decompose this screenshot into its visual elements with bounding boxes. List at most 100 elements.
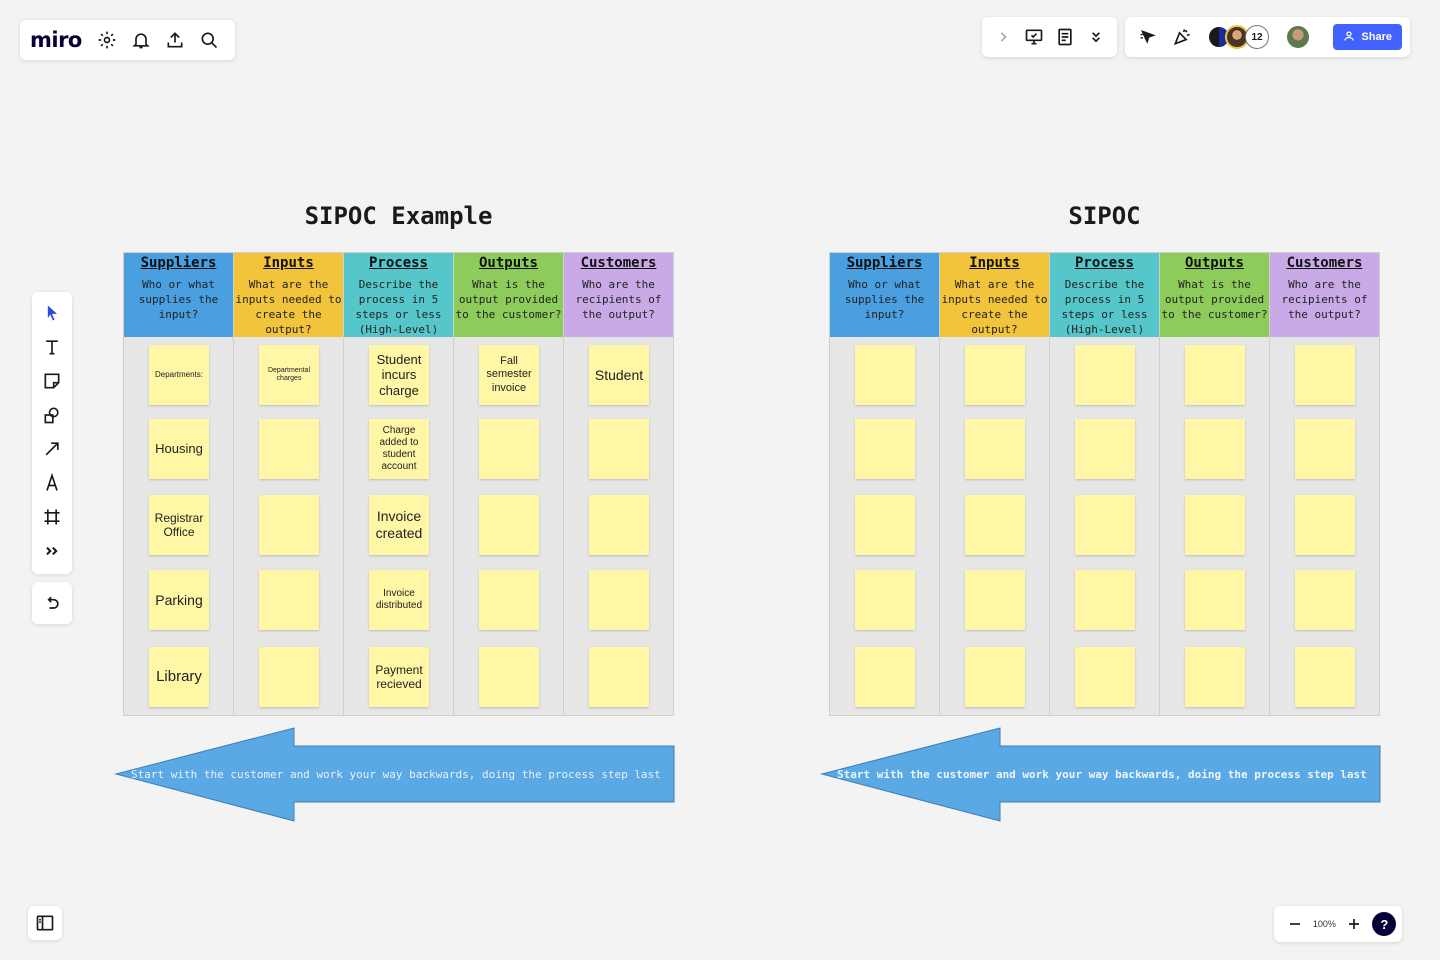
sticky-note[interactable]: Parking xyxy=(149,570,209,630)
collaborators-stack[interactable]: 12 xyxy=(1207,25,1269,49)
sticky-note[interactable] xyxy=(259,495,319,555)
column-heading: Inputs xyxy=(263,255,314,271)
sticky-note[interactable]: Invoice created xyxy=(369,495,429,555)
connection-line-icon[interactable] xyxy=(37,434,67,464)
zoom-level[interactable]: 100% xyxy=(1312,919,1336,929)
sticky-note[interactable]: Student xyxy=(589,345,649,405)
collaborators-count-badge[interactable]: 12 xyxy=(1245,25,1269,49)
sticky-note[interactable] xyxy=(1295,345,1355,405)
sticky-note[interactable] xyxy=(855,647,915,707)
chevron-right-icon[interactable] xyxy=(988,22,1018,52)
text-tool-icon[interactable] xyxy=(37,332,67,362)
sticky-note[interactable]: Registrar Office xyxy=(149,495,209,555)
sticky-note[interactable] xyxy=(479,495,539,555)
sticky-note[interactable] xyxy=(479,419,539,479)
top-right-tools xyxy=(982,17,1117,57)
sticky-note[interactable]: Departmental charges xyxy=(259,345,319,405)
notifications-bell-icon[interactable] xyxy=(126,25,156,55)
notes-document-icon[interactable] xyxy=(1050,22,1080,52)
sidebar-toggle-icon[interactable] xyxy=(30,908,60,938)
sticky-note[interactable] xyxy=(965,419,1025,479)
sticky-note[interactable] xyxy=(259,647,319,707)
sticky-note[interactable] xyxy=(1185,570,1245,630)
zoom-out-minus-icon[interactable] xyxy=(1280,909,1310,939)
sticky-note-icon[interactable] xyxy=(37,366,67,396)
export-upload-icon[interactable] xyxy=(160,25,190,55)
search-icon[interactable] xyxy=(194,25,224,55)
pen-icon[interactable] xyxy=(37,468,67,498)
zoom-in-plus-icon[interactable] xyxy=(1339,909,1369,939)
sticky-note[interactable] xyxy=(1075,419,1135,479)
settings-gear-icon[interactable] xyxy=(92,25,122,55)
sticky-note[interactable] xyxy=(855,570,915,630)
cursor-follow-icon[interactable] xyxy=(1133,22,1163,52)
sticky-note[interactable]: Housing xyxy=(149,419,209,479)
sticky-note[interactable] xyxy=(965,345,1025,405)
sticky-note[interactable] xyxy=(855,345,915,405)
share-button[interactable]: Share xyxy=(1333,24,1402,50)
sticky-note[interactable] xyxy=(479,570,539,630)
sticky-note[interactable]: Fall semester invoice xyxy=(479,345,539,405)
sticky-note[interactable]: Departments: xyxy=(149,345,209,405)
column-body: Student xyxy=(564,337,673,715)
sticky-note[interactable] xyxy=(1295,495,1355,555)
sticky-note[interactable]: Invoice distributed xyxy=(369,570,429,630)
sticky-note[interactable] xyxy=(589,419,649,479)
sticky-note[interactable] xyxy=(589,647,649,707)
sticky-note[interactable]: Library xyxy=(149,647,209,707)
sticky-note[interactable] xyxy=(1185,419,1245,479)
more-tools-chevrons-icon[interactable] xyxy=(37,536,67,566)
sticky-note[interactable] xyxy=(1075,647,1135,707)
user-icon xyxy=(1343,30,1355,45)
sticky-note[interactable] xyxy=(1185,345,1245,405)
sticky-note[interactable] xyxy=(1295,419,1355,479)
sticky-note[interactable] xyxy=(855,495,915,555)
sticky-note[interactable] xyxy=(479,647,539,707)
backwards-arrow-right[interactable] xyxy=(820,727,1382,823)
user-avatar[interactable] xyxy=(1285,24,1311,50)
sticky-note[interactable] xyxy=(589,570,649,630)
sticky-note[interactable] xyxy=(259,419,319,479)
sticky-note[interactable] xyxy=(1295,647,1355,707)
sticky-note[interactable] xyxy=(1185,647,1245,707)
sticky-note[interactable] xyxy=(1185,495,1245,555)
shapes-icon[interactable] xyxy=(37,400,67,430)
backwards-arrow-left[interactable] xyxy=(114,727,676,823)
sticky-note[interactable] xyxy=(1075,570,1135,630)
sticky-note[interactable]: Student incurs charge xyxy=(369,345,429,405)
celebrate-icon[interactable] xyxy=(1167,22,1197,52)
miro-logo[interactable]: miro xyxy=(30,28,82,52)
frame-icon[interactable] xyxy=(37,502,67,532)
presentation-icon[interactable] xyxy=(1019,22,1049,52)
sticky-note[interactable] xyxy=(1075,345,1135,405)
sticky-note[interactable] xyxy=(965,570,1025,630)
board-title-template: SIPOC xyxy=(1068,202,1141,230)
sticky-note[interactable]: Charge added to student account xyxy=(369,419,429,479)
top-left-toolbar: miro xyxy=(20,20,235,60)
sticky-note[interactable]: Payment recieved xyxy=(369,647,429,707)
expand-chevrons-down-icon[interactable] xyxy=(1081,22,1111,52)
sticky-note[interactable] xyxy=(259,570,319,630)
sticky-note[interactable] xyxy=(965,647,1025,707)
undo-icon[interactable] xyxy=(37,588,67,618)
sticky-note[interactable] xyxy=(1295,570,1355,630)
help-button[interactable]: ? xyxy=(1372,912,1397,936)
sticky-note[interactable] xyxy=(1075,495,1135,555)
sticky-note[interactable] xyxy=(589,495,649,555)
select-cursor-icon[interactable] xyxy=(37,298,67,328)
undo-panel xyxy=(32,582,72,624)
sticky-note[interactable] xyxy=(965,495,1025,555)
sticky-note[interactable] xyxy=(855,419,915,479)
